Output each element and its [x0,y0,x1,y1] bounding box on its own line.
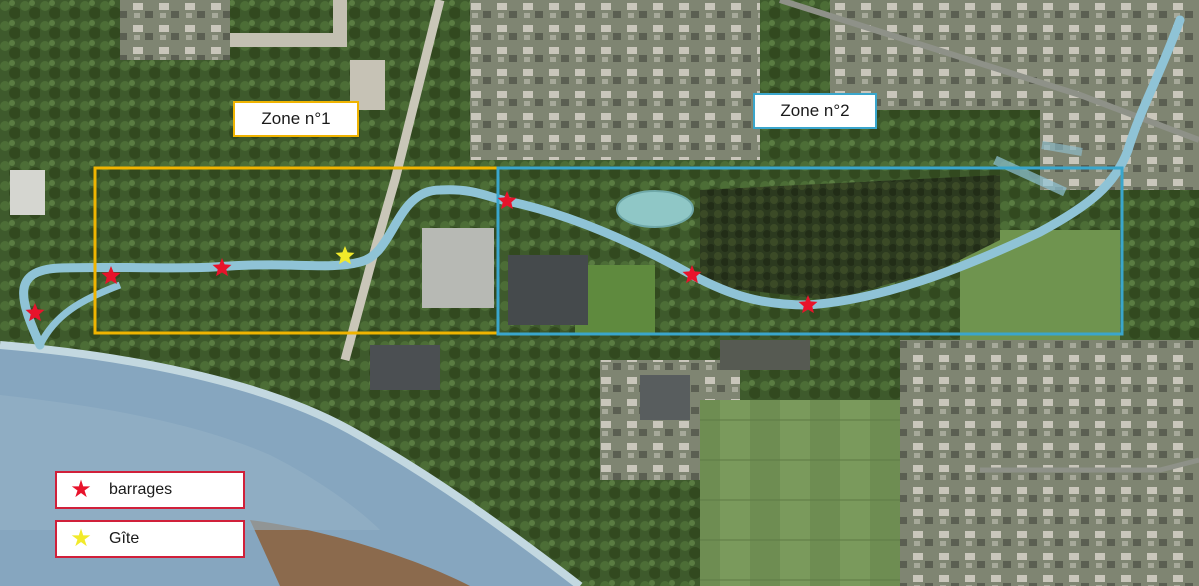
barrage-marker [25,303,45,322]
field-area [575,265,655,335]
building [370,345,440,390]
red-star-icon: ★ [70,476,92,503]
legend-item-barrages: ★ barrages [55,471,245,509]
field-area [960,230,1120,340]
building [508,255,588,325]
residential-area [830,0,1199,110]
legend-item-gite: ★ Gîte [55,520,245,558]
zone-2-label: Zone n°2 [753,93,877,129]
zone-2-boundary [496,166,1124,336]
building [640,375,690,420]
barrage-marker [497,191,517,210]
zone-1-label: Zone n°1 [233,101,359,137]
stream-channel [1041,141,1083,156]
sandbank [250,520,470,586]
building [10,170,45,215]
building [720,340,810,370]
barrage-marker [682,265,702,284]
gite-marker [335,246,355,265]
road [340,0,445,362]
stream-branch [36,281,122,347]
barrage-marker [798,295,818,314]
building [422,228,494,308]
road [779,0,1199,143]
field-area [700,400,900,586]
residential-area [900,340,1199,586]
road [980,457,1199,473]
barrage-marker [101,266,121,285]
legend-label-gite: Gîte [109,530,140,547]
riverbank [0,341,583,586]
stream [19,15,1185,350]
barrage-marker [212,258,232,277]
road [230,0,347,47]
residential-area [120,0,230,60]
residential-area [470,0,760,160]
legend-label-barrages: barrages [109,481,173,498]
forest-area [700,175,1000,300]
pond [616,190,694,228]
stream-channel [993,155,1067,197]
yellow-star-icon: ★ [70,525,92,552]
